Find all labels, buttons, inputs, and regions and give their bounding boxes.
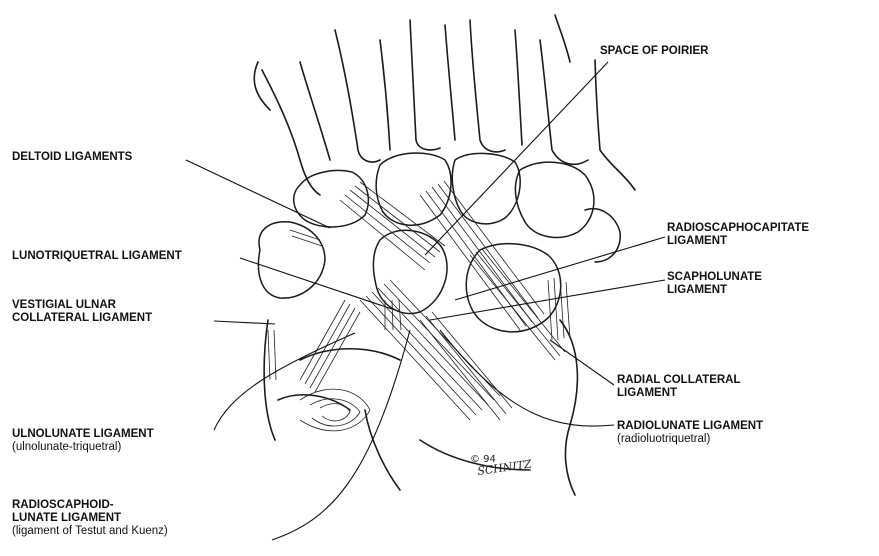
artist-signature: SCHNITZ © 94 xyxy=(470,454,533,478)
label-subline: (ligament of Testut and Kuenz) xyxy=(12,525,168,538)
label-line: SCAPHOLUNATE xyxy=(667,271,762,284)
label-line: LIGAMENT xyxy=(667,235,809,248)
label-subline: (radioluotriquetral) xyxy=(617,433,763,446)
label-line: COLLATERAL LIGAMENT xyxy=(12,312,152,325)
label-space-of-poirier: SPACE OF POIRIER xyxy=(600,45,708,58)
label-radioscaphocapitate-ligament: RADIOSCAPHOCAPITATE LIGAMENT xyxy=(667,222,809,248)
label-line: VESTIGIAL ULNAR xyxy=(12,299,152,312)
label-line: ULNOLUNATE LIGAMENT xyxy=(12,428,154,441)
label-radial-collateral-ligament: RADIAL COLLATERAL LIGAMENT xyxy=(617,374,741,400)
ligament-fibers xyxy=(268,181,570,431)
label-deltoid-ligaments: DELTOID LIGAMENTS xyxy=(12,151,132,164)
label-line: RADIAL COLLATERAL xyxy=(617,374,741,387)
label-line: RADIOSCAPHOCAPITATE xyxy=(667,222,809,235)
label-subline: (ulnolunate-triquetral) xyxy=(12,441,154,454)
carpal-bones xyxy=(258,153,620,332)
label-radioscaphoid-lunate-ligament: RADIOSCAPHOID- LUNATE LIGAMENT (ligament… xyxy=(12,499,168,538)
label-line: RADIOSCAPHOID- xyxy=(12,499,168,512)
metacarpal-bones xyxy=(254,15,635,195)
label-line: LIGAMENT xyxy=(617,387,741,400)
label-scapholunate-ligament: SCAPHOLUNATE LIGAMENT xyxy=(667,271,762,297)
label-vestigial-ulnar-collateral-ligament: VESTIGIAL ULNAR COLLATERAL LIGAMENT xyxy=(12,299,152,325)
leader-lines xyxy=(186,62,665,540)
label-line: RADIOLUNATE LIGAMENT xyxy=(617,420,763,433)
label-lunotriquetral-ligament: LUNOTRIQUETRAL LIGAMENT xyxy=(12,250,182,263)
label-ulnolunate-ligament: ULNOLUNATE LIGAMENT (ulnolunate-triquetr… xyxy=(12,428,154,454)
signature-year: © 94 xyxy=(470,454,496,465)
label-line: LUNATE LIGAMENT xyxy=(12,512,168,525)
label-radiolunate-ligament: RADIOLUNATE LIGAMENT (radioluotriquetral… xyxy=(617,420,763,446)
label-line: LIGAMENT xyxy=(667,284,762,297)
